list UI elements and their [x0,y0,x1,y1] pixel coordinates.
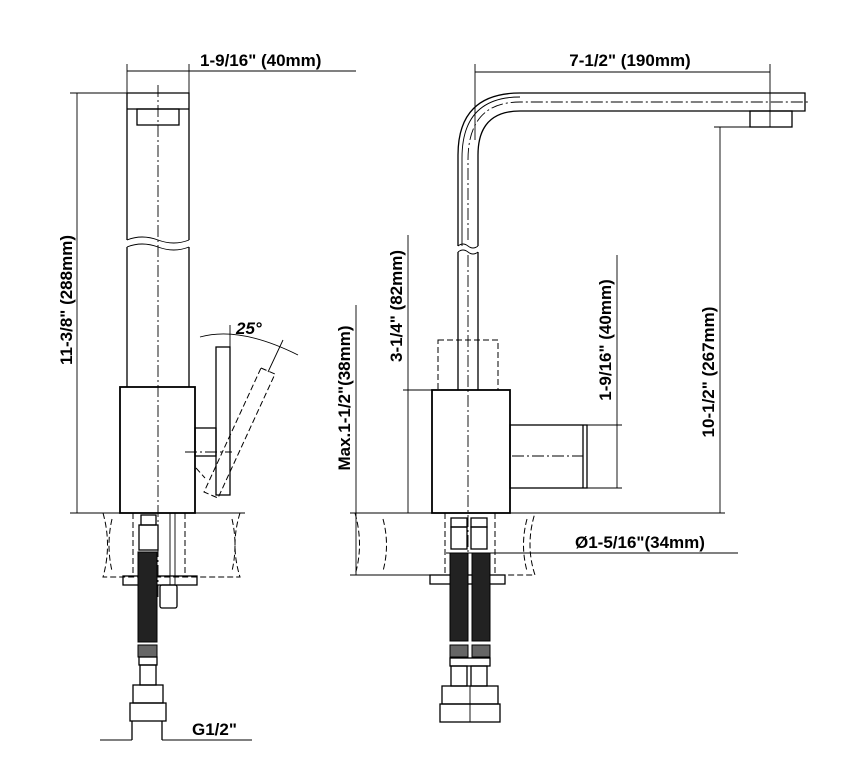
countertop-section [354,512,536,576]
spout-reach-dimension: 7-1/2" (190mm) [474,51,771,140]
handle-height-label: 1-9/16" (40mm) [596,279,615,400]
hole-diameter-dimension: Ø1-5/16"(34mm) [446,533,738,554]
handle [509,424,588,489]
connector-label: G1/2" [192,720,237,739]
spout-clearance-label: 10-1/2" (267mm) [699,307,718,438]
mounting-nut [159,584,178,609]
counter-thickness-label: Max.1-1/2"(38mm) [335,325,354,470]
hole-diameter-label: Ø1-5/16"(34mm) [575,533,705,552]
connector-dimension: G1/2" [100,720,252,741]
spout-reach-label: 7-1/2" (190mm) [569,51,690,70]
spout-column [126,85,190,600]
mounting-plate [122,575,198,586]
handle-height-dimension: 1-9/16" (40mm) [587,255,622,489]
spout-clearance-dimension: 10-1/2" (267mm) [350,126,750,514]
spout [457,92,810,620]
spout-width-dimension: 1-9/16" (40mm) [126,51,356,93]
handle-angle-label: 25° [235,319,262,338]
spout-width-label: 1-9/16" (40mm) [200,51,321,70]
front-view: 7-1/2" (190mm) 10-1/2" (267mm) 1-9/16" (… [335,51,810,723]
total-height-label: 11-3/8" (288mm) [57,235,76,365]
total-height-dimension: 11-3/8" (288mm) [57,92,245,514]
supply-hose [129,513,178,740]
countertop-section [102,512,241,578]
faucet-body [431,389,511,514]
body-height-label: 3-1/4" (82mm) [387,250,406,362]
handle-lever: 25° [185,319,299,499]
faucet-body [119,386,196,514]
side-view: 25° 1-9/16" (40mm) 11-3/8" (288mm) [57,51,356,741]
supply-hoses [439,517,501,723]
body-height-dimension: 3-1/4" (82mm) [387,235,432,513]
aerator [749,110,793,128]
